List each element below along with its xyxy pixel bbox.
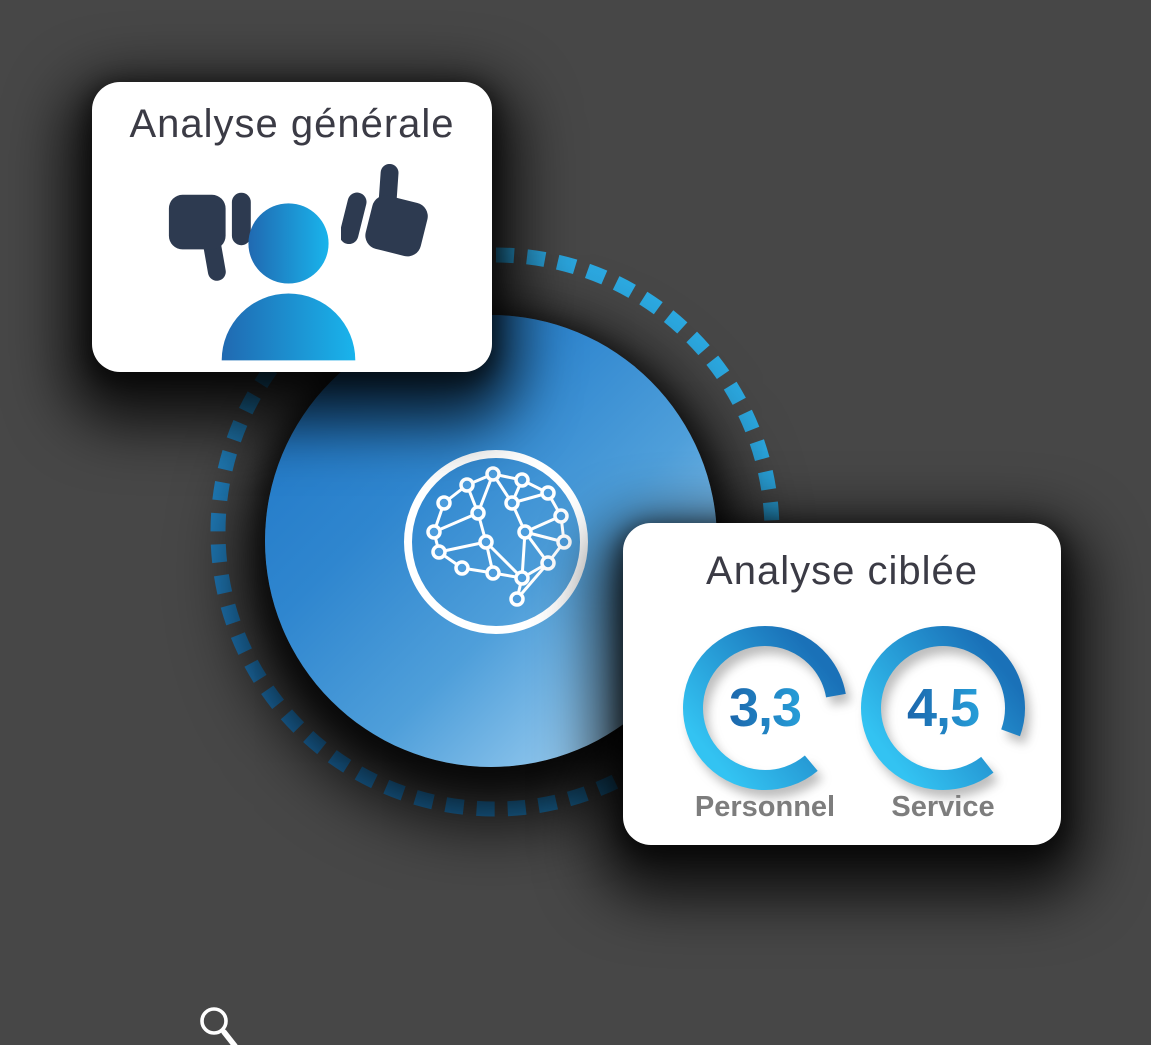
general-card-title: Analyse générale	[129, 102, 455, 146]
gauge-personnel-ring	[683, 626, 847, 790]
person-icon	[221, 203, 356, 361]
gauge-label-service: Service	[891, 791, 995, 823]
thumbs-down-icon	[168, 192, 251, 281]
gauge-personnel: 3,3	[680, 623, 850, 793]
thumbs-up-icon	[341, 164, 428, 257]
magnifier-icon	[200, 1007, 238, 1045]
targeted-analysis-card: Analyse ciblée 3,3	[623, 523, 1061, 845]
brain-network-icon	[404, 450, 588, 634]
gauge-service-ring	[861, 626, 1025, 790]
gauge-service: 4,5	[858, 623, 1028, 793]
general-analysis-card: Analyse générale	[92, 82, 492, 372]
targeted-card-title: Analyse ciblée	[706, 549, 978, 593]
gauge-personnel-value: 3,3	[680, 623, 850, 793]
gauge-label-personnel: Personnel	[694, 791, 836, 823]
gauge-service-value: 4,5	[858, 623, 1028, 793]
